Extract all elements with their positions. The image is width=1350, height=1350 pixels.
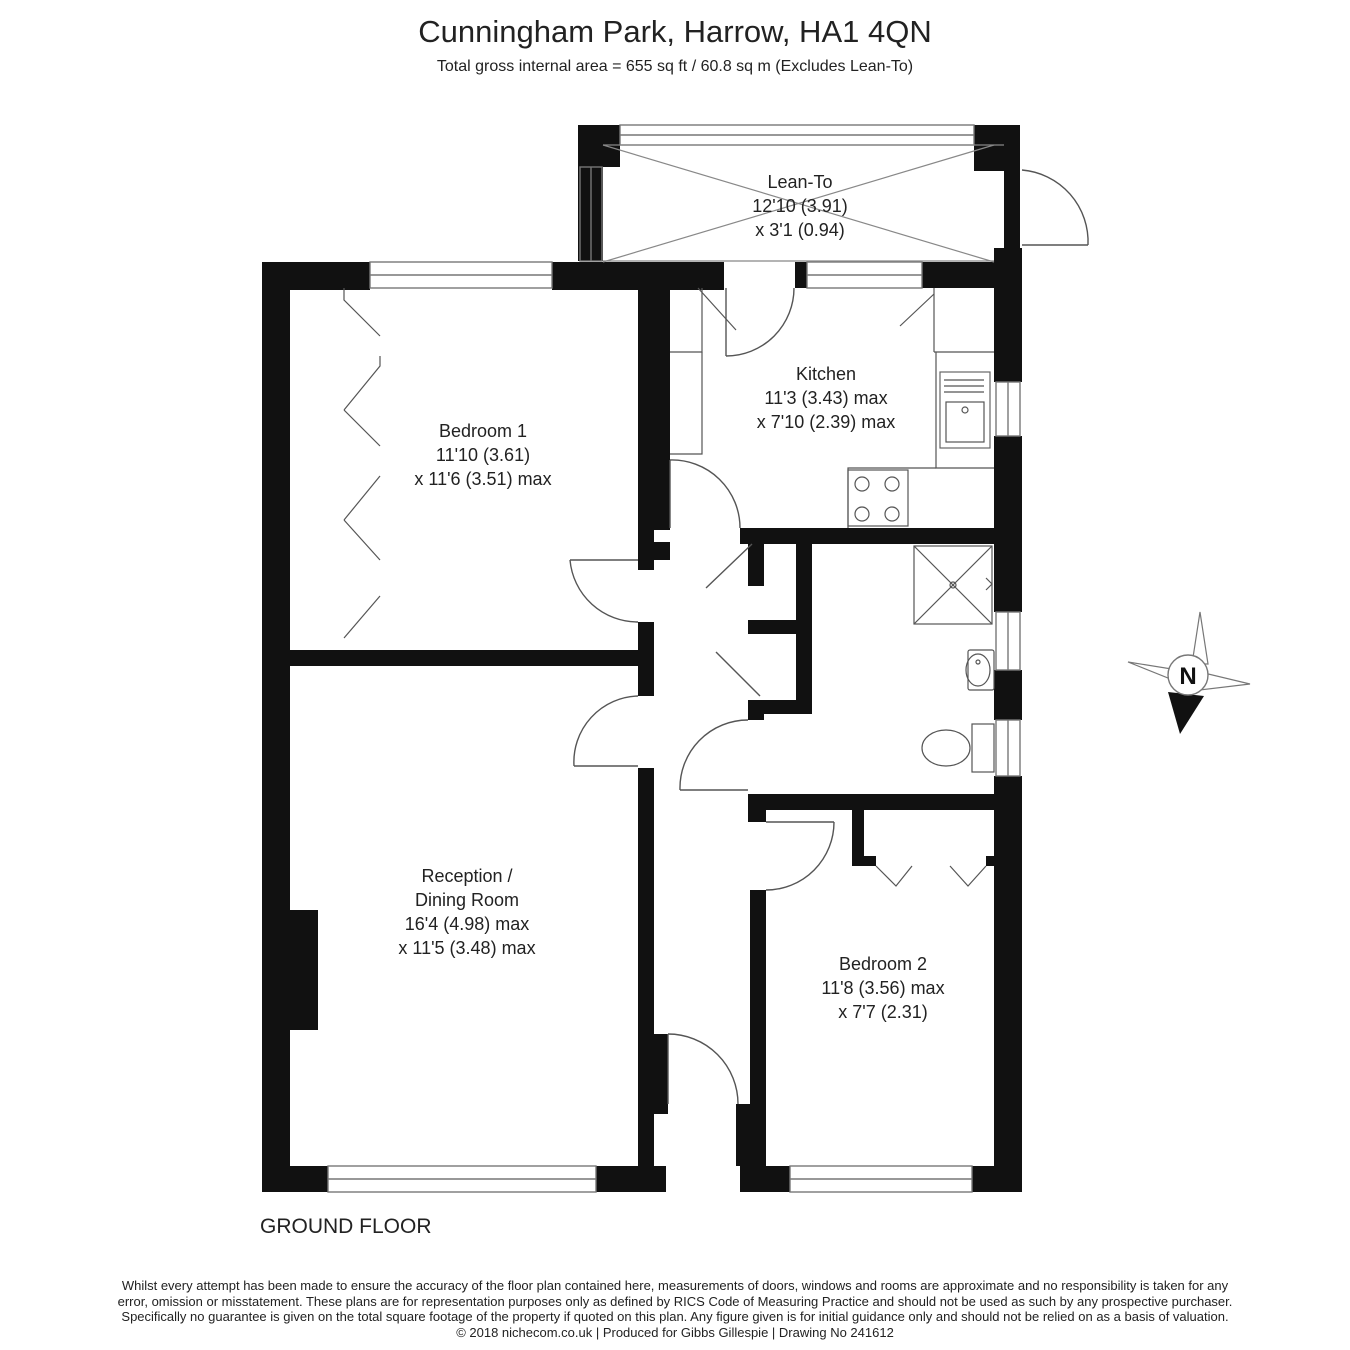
bedroom2-name: Bedroom 2: [839, 954, 927, 974]
reception-name: Reception /: [421, 866, 512, 886]
lean-to-dim1: 12'10 (3.91): [752, 196, 848, 216]
bedroom2-dim2: x 7'7 (2.31): [838, 1002, 927, 1022]
kitchen-dim1: 11'3 (3.43) max: [764, 388, 887, 408]
fixtures: [343, 287, 995, 887]
doors: [569, 169, 1089, 1105]
floor-label: GROUND FLOOR: [260, 1215, 432, 1238]
north-compass-icon: N: [1127, 611, 1251, 734]
plan-subtitle: Total gross internal area = 655 sq ft / …: [436, 58, 914, 75]
bedroom2-dim1: 11'8 (3.56) max: [821, 978, 944, 998]
bedroom2-label: Bedroom 2 11'8 (3.56) max x 7'7 (2.31): [821, 954, 944, 1022]
disclaimer-line-4: © 2018 nichecom.co.uk | Produced for Gib…: [456, 1324, 894, 1340]
reception-name2: Dining Room: [415, 890, 519, 910]
disclaimer-line-1: Whilst every attempt has been made to en…: [121, 1278, 1229, 1293]
lean-to-dim2: x 3'1 (0.94): [755, 220, 844, 240]
room-labels: Lean-To 12'10 (3.91) x 3'1 (0.94) Kitche…: [398, 172, 944, 1022]
bedroom1-dim2: x 11'6 (3.51) max: [414, 469, 551, 489]
reception-label: Reception / Dining Room 16'4 (4.98) max …: [398, 866, 535, 958]
lean-to-area: [602, 144, 1004, 263]
kitchen-name: Kitchen: [796, 364, 856, 384]
reception-dim2: x 11'5 (3.48) max: [398, 938, 535, 958]
plan-title: Cunningham Park, Harrow, HA1 4QN: [418, 14, 932, 49]
kitchen-label: Kitchen 11'3 (3.43) max x 7'10 (2.39) ma…: [757, 364, 896, 432]
disclaimer-line-3: Specifically no guarantee is given on th…: [121, 1309, 1229, 1324]
walls: [262, 125, 1022, 1192]
bedroom1-name: Bedroom 1: [439, 421, 527, 441]
compass-label: N: [1179, 663, 1196, 690]
lean-to-label: Lean-To 12'10 (3.91) x 3'1 (0.94): [752, 172, 848, 240]
bedroom1-dim1: 11'10 (3.61): [436, 445, 530, 465]
bedroom1-label: Bedroom 1 11'10 (3.61) x 11'6 (3.51) max: [414, 421, 551, 489]
disclaimer-line-2: error, omission or misstatement. These p…: [117, 1293, 1233, 1309]
kitchen-dim2: x 7'10 (2.39) max: [757, 412, 896, 432]
lean-to-name: Lean-To: [767, 172, 832, 192]
reception-dim1: 16'4 (4.98) max: [405, 914, 530, 934]
disclaimer: Whilst every attempt has been made to en…: [60, 1278, 1290, 1340]
